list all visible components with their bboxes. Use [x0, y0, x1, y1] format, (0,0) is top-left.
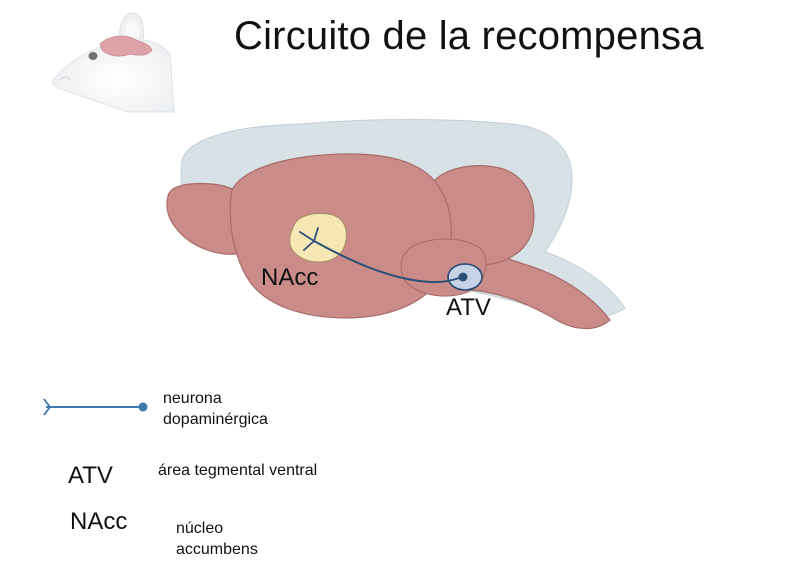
page-title: Circuito de la recompensa [234, 14, 704, 58]
legend-nacc-abbr: NAcc [70, 508, 128, 535]
legend-atv-desc: área tegmental ventral [158, 462, 318, 479]
neuron-soma [458, 272, 468, 282]
legend-nacc-line2: accumbens [176, 541, 258, 558]
legend-terminal-icon [43, 398, 52, 416]
legend-nacc-line1: núcleo [176, 520, 224, 537]
legend-neuron-line2: dopaminérgica [163, 411, 268, 428]
legend-soma-icon [138, 402, 148, 412]
nacc-label: NAcc [261, 264, 319, 291]
mouse-head-icon [52, 12, 175, 113]
atv-label: ATV [446, 294, 491, 321]
legend-atv-abbr: ATV [68, 462, 113, 489]
legend-neuron-line1: neurona [163, 390, 222, 407]
nacc-region [289, 213, 347, 263]
axon-terminal-icon [299, 227, 319, 251]
dopaminergic-projection [313, 240, 463, 284]
